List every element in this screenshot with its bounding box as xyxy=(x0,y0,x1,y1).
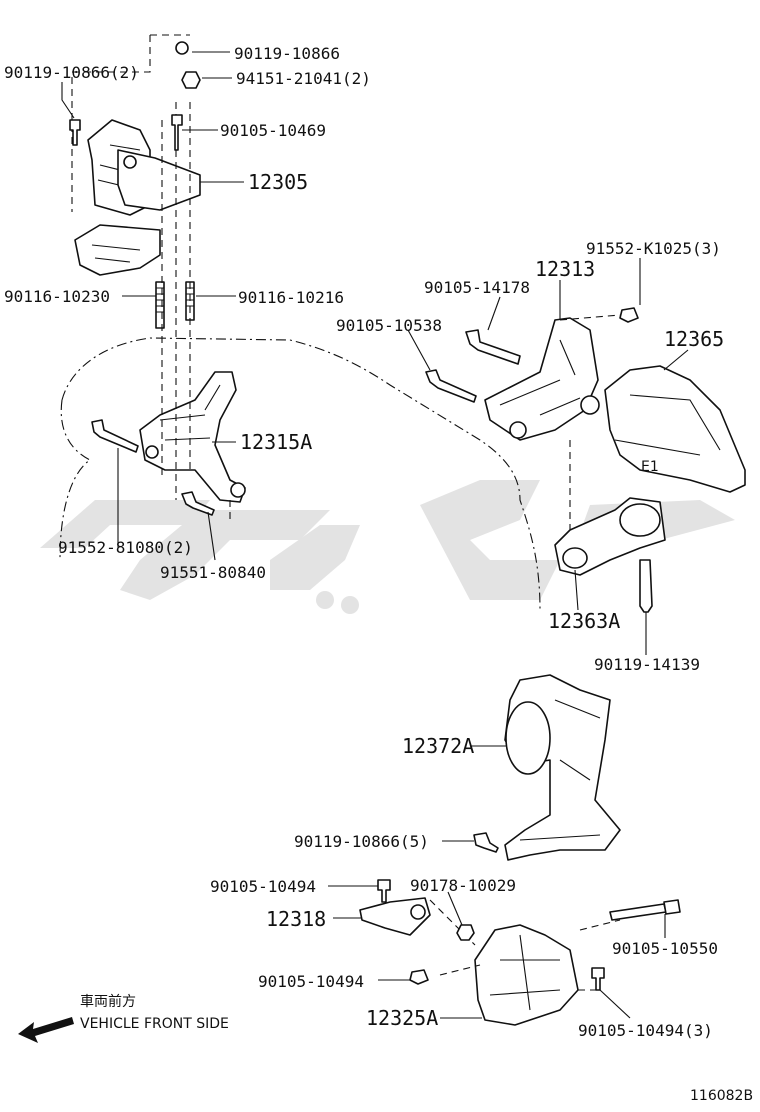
label-90119-10866-x2: 90119-10866(2) xyxy=(4,63,139,82)
torque-rod-12363a xyxy=(554,497,666,576)
bracket-12315a xyxy=(139,371,246,503)
label-12365: 12365 xyxy=(664,327,724,351)
cover-12365: E1 xyxy=(604,365,746,493)
label-90105-10494-x3: 90105-10494(3) xyxy=(578,1021,713,1040)
engine-mount-upper xyxy=(74,119,201,276)
label-94151-21041-x2: 94151-21041(2) xyxy=(236,69,371,88)
label-12318: 12318 xyxy=(266,907,326,931)
label-90105-10469: 90105-10469 xyxy=(220,121,326,140)
label-90116-10216: 90116-10216 xyxy=(238,288,344,307)
engine-mount-12372a xyxy=(504,674,621,861)
stamp-e1: E1 xyxy=(641,459,659,475)
label-91552-81080-x2: 91552-81080(2) xyxy=(58,538,193,557)
engine-outline-left xyxy=(59,399,92,561)
label-12372a: 12372A xyxy=(402,734,474,758)
engine-outline xyxy=(61,337,541,611)
bracket-12318 xyxy=(359,897,431,936)
label-12305: 12305 xyxy=(248,170,308,194)
label-12325a: 12325A xyxy=(366,1006,438,1030)
label-12315a: 12315A xyxy=(240,430,312,454)
label-90105-14178: 90105-14178 xyxy=(424,278,530,297)
figure-number: 116082B xyxy=(690,1088,753,1104)
label-90178-10029: 90178-10029 xyxy=(410,876,516,895)
label-90116-10230: 90116-10230 xyxy=(4,287,110,306)
label-90105-10538: 90105-10538 xyxy=(336,316,442,335)
label-90119-10866: 90119-10866 xyxy=(234,44,340,63)
bracket-12325a xyxy=(474,924,579,1026)
label-90105-10494-top: 90105-10494 xyxy=(210,877,316,896)
vehicle-front-arrow xyxy=(18,1017,74,1043)
label-12363a: 12363A xyxy=(548,609,620,633)
label-90105-10550: 90105-10550 xyxy=(612,939,718,958)
leader-lines xyxy=(61,51,689,1019)
label-90119-10866-x5: 90119-10866(5) xyxy=(294,832,429,851)
direction-note-jp: 車両前方 xyxy=(80,993,136,1010)
label-90105-10494-mid: 90105-10494 xyxy=(258,972,364,991)
direction-note-en: VEHICLE FRONT SIDE xyxy=(80,1016,229,1032)
label-90119-14139: 90119-14139 xyxy=(594,655,700,674)
bracket-12313 xyxy=(484,317,600,441)
label-91551-80840: 91551-80840 xyxy=(160,563,266,582)
label-91552-k1025-x3: 91552-K1025(3) xyxy=(586,239,721,258)
label-12313: 12313 xyxy=(535,257,595,281)
fasteners xyxy=(69,41,681,991)
